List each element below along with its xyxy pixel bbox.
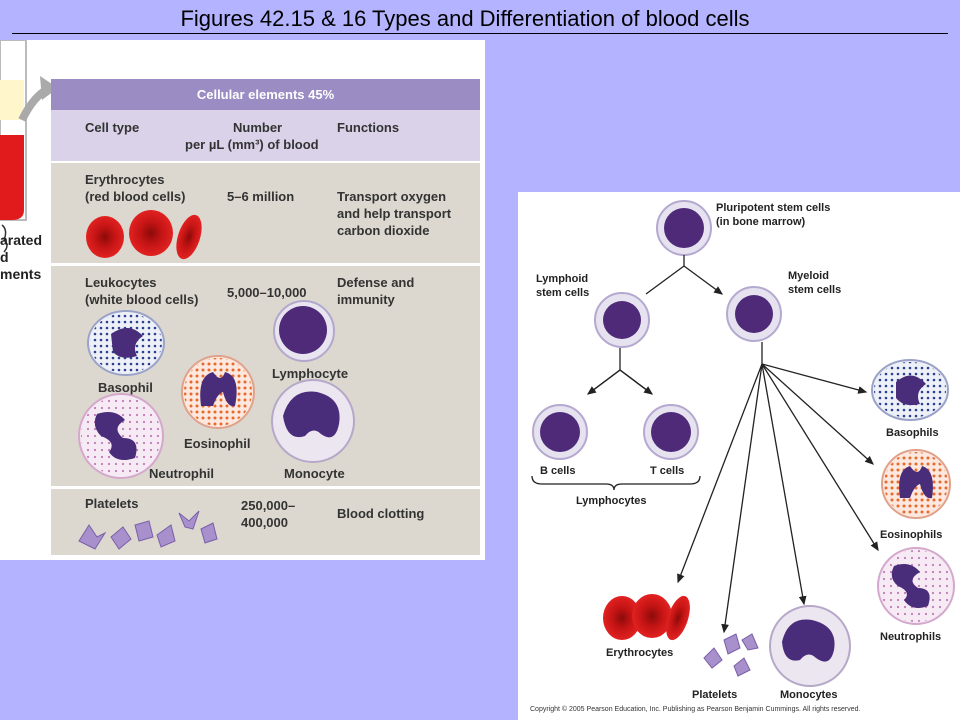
- pluripotent-label: Pluripotent stem cells (in bone marrow): [716, 202, 831, 228]
- myeloid-label: Myeloid stem cells: [788, 270, 842, 296]
- row-number: 5,000–10,000: [227, 285, 307, 300]
- title-rule: [12, 33, 948, 34]
- column-headers: Cell type Number per µL (mm³) of blood F…: [51, 110, 480, 163]
- basophils-label: Basophils: [886, 427, 939, 439]
- row-cell-type: Erythrocytes (red blood cells): [85, 172, 186, 204]
- monocyte-icon: [271, 379, 355, 463]
- blood-cell-differentiation-figure: Pluripotent stem cells (in bone marrow) …: [518, 192, 960, 720]
- b-cells-label: B cells: [540, 465, 576, 477]
- eosinophil-icon: [181, 355, 255, 429]
- pluripotent-stem-cell-icon: [656, 200, 712, 256]
- table-row: Erythrocytes (red blood cells) 5–6 milli…: [51, 163, 480, 266]
- cut-label-line: ments: [0, 266, 42, 282]
- row-function: Blood clotting: [337, 506, 425, 521]
- col-cell-type: Cell type: [85, 120, 140, 135]
- cell-elements-table: Cellular elements 45% Cell type Number p…: [51, 79, 480, 555]
- cut-off-label: arated d ments: [0, 232, 42, 283]
- erythrocytes-icon: [603, 594, 690, 641]
- lymphocytes-label: Lymphocytes: [576, 495, 647, 507]
- lymphoid-label: Lymphoid stem cells: [536, 273, 590, 299]
- platelets-icon: [78, 510, 218, 550]
- myeloid-stem-cell-icon: [726, 286, 782, 342]
- lymphocytes-bracket: [531, 475, 701, 491]
- copyright-notice: Copyright © 2005 Pearson Education, Inc.…: [530, 706, 861, 713]
- lymphoid-stem-cell-icon: [594, 292, 650, 348]
- b-cell-icon: [532, 404, 588, 460]
- red-blood-cells-icon: [86, 210, 202, 260]
- row-number: 250,000– 400,000: [241, 498, 296, 530]
- differentiation-diagram: [531, 200, 955, 687]
- row-cell-type: Platelets: [85, 496, 139, 511]
- platelets-icon: [703, 633, 759, 677]
- eosinophil-icon: [881, 449, 951, 519]
- basophil-icon: [871, 359, 949, 421]
- neutrophil-icon: [877, 547, 955, 625]
- monocyte-label: Monocyte: [284, 466, 345, 481]
- table-header: Cellular elements 45%: [51, 79, 480, 110]
- myeloid-arrows: [677, 342, 879, 634]
- cut-label-line: arated: [0, 232, 43, 248]
- row-function: Transport oxygen and help transport carb…: [337, 189, 452, 238]
- platelets-label: Platelets: [692, 689, 738, 701]
- col-number-line1: Number: [233, 120, 283, 135]
- table-row: Platelets 250,000– 400,000 Blood clottin…: [51, 489, 480, 555]
- row-function: Defense and immunity: [337, 275, 415, 307]
- col-number-line2: per µL (mm³) of blood: [185, 137, 319, 152]
- neutrophil-icon: [78, 393, 164, 479]
- test-tube-illustration: [0, 40, 58, 290]
- branch-arrow: [645, 255, 722, 294]
- basophil-icon: [87, 310, 165, 376]
- eosinophil-label: Eosinophil: [184, 436, 251, 451]
- monocyte-icon: [769, 605, 851, 687]
- table-row: Leukocytes (white blood cells) 5,000–10,…: [51, 266, 480, 489]
- t-cells-label: T cells: [650, 465, 685, 477]
- col-functions: Functions: [337, 120, 400, 135]
- slide-title: Figures 42.15 & 16 Types and Differentia…: [180, 6, 750, 31]
- monocytes-label: Monocytes: [780, 689, 838, 701]
- white-blood-cells-illustration: [78, 300, 355, 479]
- neutrophil-label: Neutrophil: [149, 466, 214, 481]
- erythrocytes-label: Erythrocytes: [606, 647, 674, 659]
- row-number: 5–6 million: [227, 189, 295, 204]
- row-cell-type: Leukocytes (white blood cells): [85, 275, 199, 307]
- eosinophils-label: Eosinophils: [880, 529, 943, 541]
- lymphocyte-icon: [273, 300, 335, 362]
- basophil-label: Basophil: [98, 380, 153, 395]
- neutrophils-label: Neutrophils: [880, 631, 942, 643]
- t-cell-icon: [643, 404, 699, 460]
- blood-cell-types-figure: arated d ments Cellular elements 45% Cel…: [0, 40, 485, 560]
- cut-label-line: d: [0, 249, 9, 265]
- lymphocyte-label: Lymphocyte: [272, 366, 349, 381]
